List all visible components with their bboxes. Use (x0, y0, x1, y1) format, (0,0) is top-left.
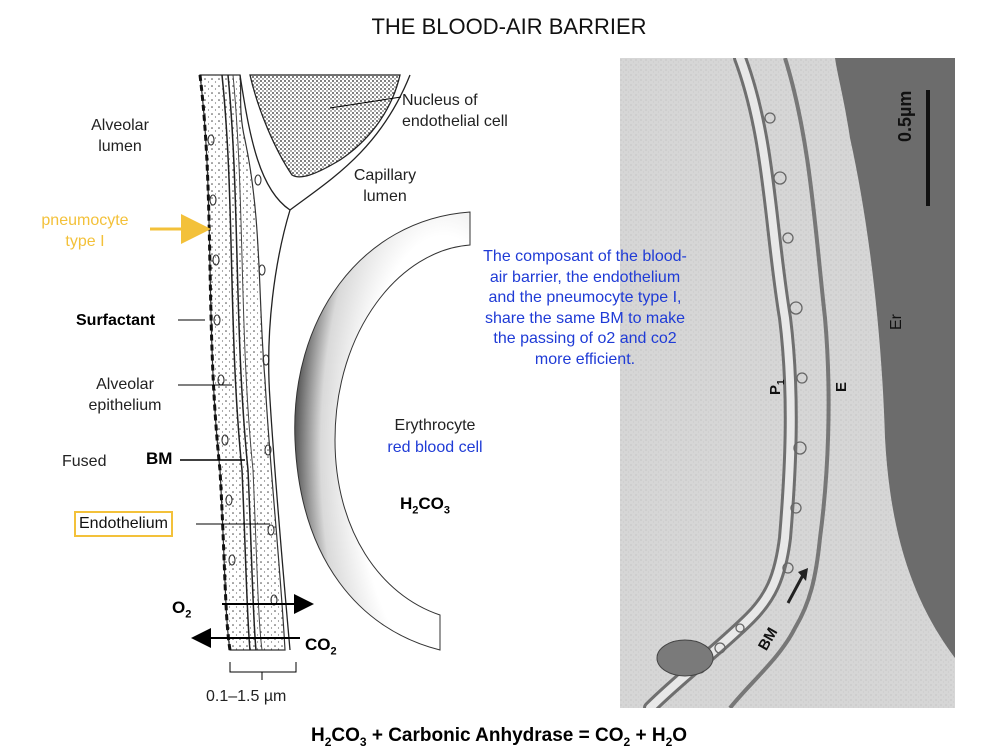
micrograph-e-label: E (833, 382, 850, 392)
reaction-formula: H2CO3 + Carbonic Anhydrase = CO2 + H2O (0, 725, 998, 749)
bm-label: BM (146, 448, 172, 469)
fused-label: Fused (62, 451, 106, 472)
h2co3-label: H2CO3 (400, 493, 450, 521)
scale-bracket (230, 662, 296, 680)
co2-label: CO2 (305, 634, 337, 662)
o2-label: O2 (172, 597, 191, 625)
micrograph-organelle (657, 640, 713, 676)
micrograph-er-label: Er (888, 314, 906, 330)
endothelial-nucleus (250, 75, 400, 177)
red-blood-cell-label: red blood cell (365, 437, 505, 458)
surfactant-label: Surfactant (76, 310, 155, 331)
scale-label: 0.1–1.5 µm (206, 686, 286, 707)
electron-micrograph (620, 58, 955, 708)
micrograph-p1-label: P1 (767, 379, 787, 395)
erythrocyte-label: Erythrocyte (365, 415, 505, 436)
barrier-wall (200, 75, 285, 650)
micrograph-scale-label: 0.5µm (895, 91, 916, 142)
endothelium-label: Endothelium (74, 511, 173, 537)
explanatory-note: The composant of the blood- air barrier,… (440, 247, 730, 370)
